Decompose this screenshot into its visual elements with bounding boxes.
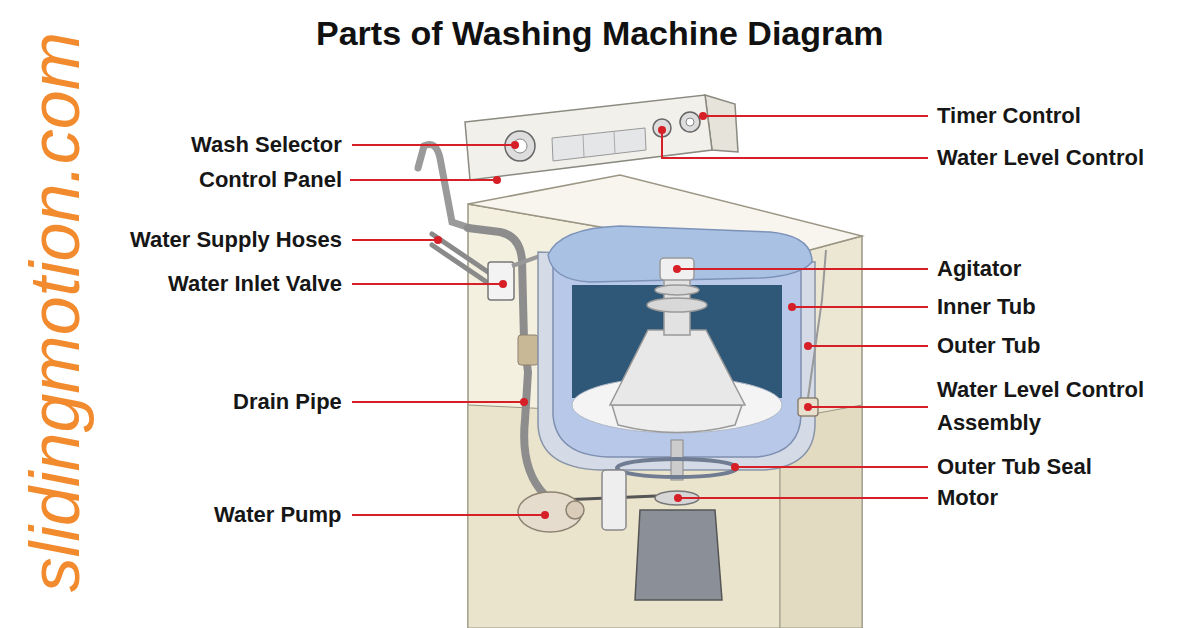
motor-body [635, 510, 722, 600]
leader-dot [731, 463, 739, 471]
water-surface [548, 226, 812, 282]
leader-dot [658, 126, 666, 134]
leader-line [703, 115, 928, 117]
part-label: Agitator [937, 256, 1021, 282]
part-label: Water Supply Hoses [130, 227, 342, 253]
inner-tub [553, 258, 801, 457]
display-divider [583, 135, 584, 157]
knob-center [686, 118, 694, 126]
leader-line [352, 514, 545, 516]
agitator-fin [647, 298, 707, 312]
leader-lines [350, 116, 928, 515]
leader-line [792, 306, 928, 308]
leader-dot [520, 398, 528, 406]
leader-dot [788, 303, 796, 311]
part-label: Timer Control [937, 103, 1081, 129]
leader-dot [541, 511, 549, 519]
tub-seal [617, 459, 737, 477]
part-label: Water Inlet Valve [168, 271, 342, 297]
leader-line [352, 283, 503, 285]
leader-dot [804, 342, 812, 350]
diagram-title: Parts of Washing Machine Diagram [316, 13, 883, 54]
part-label: Water Level Control Assembly [937, 373, 1172, 439]
leader-dot [499, 280, 507, 288]
part-label: Drain Pipe [233, 389, 342, 415]
leader-line [350, 179, 497, 181]
leader-dot [673, 265, 681, 273]
leader-line [735, 466, 928, 468]
part-label: Wash Selector [191, 132, 342, 158]
display-divider [614, 131, 615, 154]
agitator-cone [610, 330, 745, 405]
valve-pipe [512, 256, 540, 266]
part-label: Inner Tub [937, 294, 1036, 320]
capacitor [602, 470, 626, 530]
leader-dots [434, 112, 812, 519]
agitator-fin [655, 285, 699, 295]
leader-dot [699, 112, 707, 120]
drain-hose-hook [418, 145, 470, 229]
leader-line [808, 345, 928, 347]
leader-dot [434, 236, 442, 244]
timer-knob [680, 112, 700, 132]
pump-port [566, 501, 584, 519]
part-label: Outer Tub Seal [937, 454, 1092, 480]
supply-hose [432, 245, 488, 283]
leader-line [352, 239, 438, 241]
part-label: Water Pump [214, 502, 342, 528]
leader-line [677, 268, 928, 270]
leader-line [808, 406, 928, 408]
console-front [465, 95, 712, 180]
watermark: slidingmotion.com [20, 32, 90, 592]
part-label: Control Panel [199, 167, 342, 193]
leader-dot [493, 176, 501, 184]
console-display [552, 128, 646, 161]
leader-dot [674, 494, 682, 502]
leader-line [678, 497, 928, 499]
leader-dot [511, 141, 519, 149]
leader-line [352, 401, 524, 403]
part-label: Outer Tub [937, 333, 1040, 359]
part-label: Motor [937, 485, 998, 511]
pipe-coupling [518, 335, 538, 365]
level-tube [808, 250, 826, 398]
leader-line [352, 144, 515, 146]
leader-dot [804, 403, 812, 411]
inlet-valve [488, 262, 514, 300]
leader-line [662, 130, 928, 158]
part-label: Water Level Control [937, 145, 1144, 171]
agitator-skirt [612, 405, 742, 433]
outer-tub [538, 252, 815, 470]
